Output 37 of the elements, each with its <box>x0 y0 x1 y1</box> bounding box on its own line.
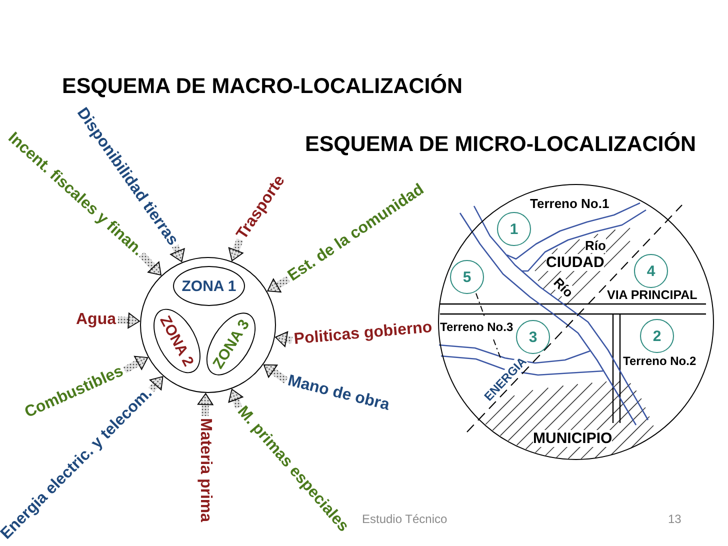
arrow <box>197 393 214 416</box>
road-label: VIA PRINCIPAL <box>607 288 698 302</box>
site-label: Terreno No.1 <box>530 196 610 211</box>
site-label: Terreno No.3 <box>440 320 514 335</box>
arrow <box>228 238 244 262</box>
numbered-circle <box>450 260 484 294</box>
zone-circle <box>140 257 276 393</box>
area-label: CIUDAD <box>546 254 604 271</box>
arrow <box>138 252 164 278</box>
arrow <box>274 331 293 347</box>
page-number: 13 <box>668 512 682 526</box>
site-number: 2 <box>652 328 662 344</box>
factor-label: Politicas gobierno <box>293 318 433 349</box>
arrow <box>266 276 290 294</box>
footer-text: Estudio Técnico <box>362 512 448 526</box>
factor-label: Mano de obra <box>286 372 392 415</box>
section-heading: ESQUEMA DE MICRO-LOCALIZACIÓN <box>305 132 696 157</box>
area-label: MUNICIPIO <box>533 430 612 447</box>
factor-label: Agua <box>76 311 116 329</box>
site-number: 4 <box>646 264 656 278</box>
site-number: 5 <box>462 270 472 284</box>
zone-label: ZONA 1 <box>182 278 236 294</box>
numbered-circle <box>497 212 531 246</box>
zone-ellipse <box>173 266 245 306</box>
arrow <box>228 388 244 409</box>
site-label: Terreno No.2 <box>623 354 696 369</box>
arrow <box>118 312 140 329</box>
site-number: 1 <box>510 222 518 236</box>
site-number: 3 <box>528 330 538 344</box>
factor-label: Materia prima <box>196 418 214 522</box>
arrow <box>148 374 166 392</box>
arrow <box>123 354 150 374</box>
numbered-circle <box>640 319 674 353</box>
arrow <box>262 362 288 384</box>
diagram-title: ESQUEMA DE MACRO-LOCALIZACIÓN <box>62 74 463 99</box>
numbered-circle <box>516 320 550 354</box>
river-label: Río <box>585 238 606 253</box>
